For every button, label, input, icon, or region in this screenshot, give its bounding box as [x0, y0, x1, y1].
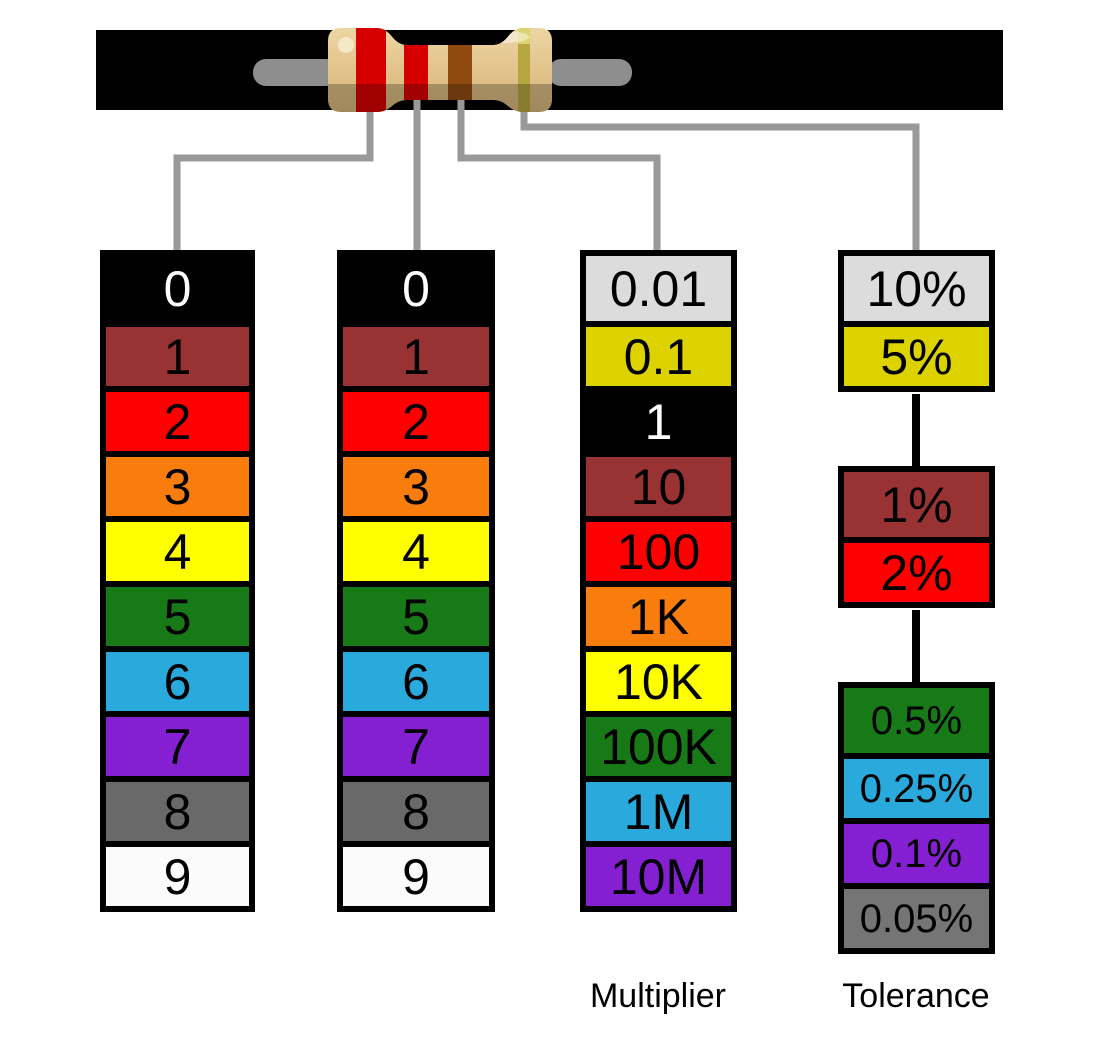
multiplier-caption: Multiplier [589, 976, 727, 1015]
resistor-illustration [96, 28, 1003, 254]
color-cell: 1M [586, 776, 731, 841]
color-cell: 0.05% [844, 883, 989, 948]
color-cell: 3 [106, 451, 249, 516]
color-cell: 100 [586, 516, 731, 581]
color-cell: 1% [844, 472, 989, 537]
left-lead [253, 59, 339, 86]
color-cell: 100K [586, 711, 731, 776]
color-cell: 5 [106, 581, 249, 646]
tolerance-band [518, 28, 530, 112]
tolerance-column-group-1: 10%5% [838, 250, 995, 392]
color-cell: 9 [106, 841, 249, 906]
color-cell: 9 [343, 841, 489, 906]
color-cell: 1 [343, 321, 489, 386]
tolerance-column-group-2: 1%2% [838, 466, 995, 608]
color-cell: 4 [343, 516, 489, 581]
tolerance-group-link [912, 610, 920, 686]
color-cell: 8 [343, 776, 489, 841]
tolerance-caption: Tolerance [842, 976, 990, 1015]
color-cell: 6 [343, 646, 489, 711]
color-cell: 2 [106, 386, 249, 451]
color-cell: 2% [844, 537, 989, 602]
color-cell: 10 [586, 451, 731, 516]
tolerance-band-highlight [518, 28, 530, 44]
color-cell: 1K [586, 581, 731, 646]
color-cell: 0 [106, 256, 249, 321]
color-cell: 7 [343, 711, 489, 776]
color-cell: 0 [343, 256, 489, 321]
color-cell: 1 [586, 386, 731, 451]
right-lead [548, 59, 632, 86]
color-cell: 0.1% [844, 818, 989, 883]
color-cell: 6 [106, 646, 249, 711]
band4-connector-line [520, 100, 920, 254]
color-cell: 0.25% [844, 753, 989, 818]
first-digit-band [356, 28, 386, 112]
color-cell: 10K [586, 646, 731, 711]
color-cell: 0.01 [586, 256, 731, 321]
band3-connector-line [457, 100, 661, 254]
band1-connector-line [173, 100, 374, 254]
color-cell: 1 [106, 321, 249, 386]
color-cell: 8 [106, 776, 249, 841]
body-highlight-dot [338, 37, 354, 53]
color-cell: 3 [343, 451, 489, 516]
tolerance-column-group-3: 0.5%0.25%0.1%0.05% [838, 682, 995, 954]
color-cell: 2 [343, 386, 489, 451]
tolerance-group-link [912, 394, 920, 470]
color-cell: 5% [844, 321, 989, 386]
color-cell: 5 [343, 581, 489, 646]
color-cell: 10M [586, 841, 731, 906]
color-cell: 4 [106, 516, 249, 581]
color-cell: 0.5% [844, 688, 989, 753]
color-cell: 10% [844, 256, 989, 321]
color-cell: 0.1 [586, 321, 731, 386]
color-cell: 7 [106, 711, 249, 776]
